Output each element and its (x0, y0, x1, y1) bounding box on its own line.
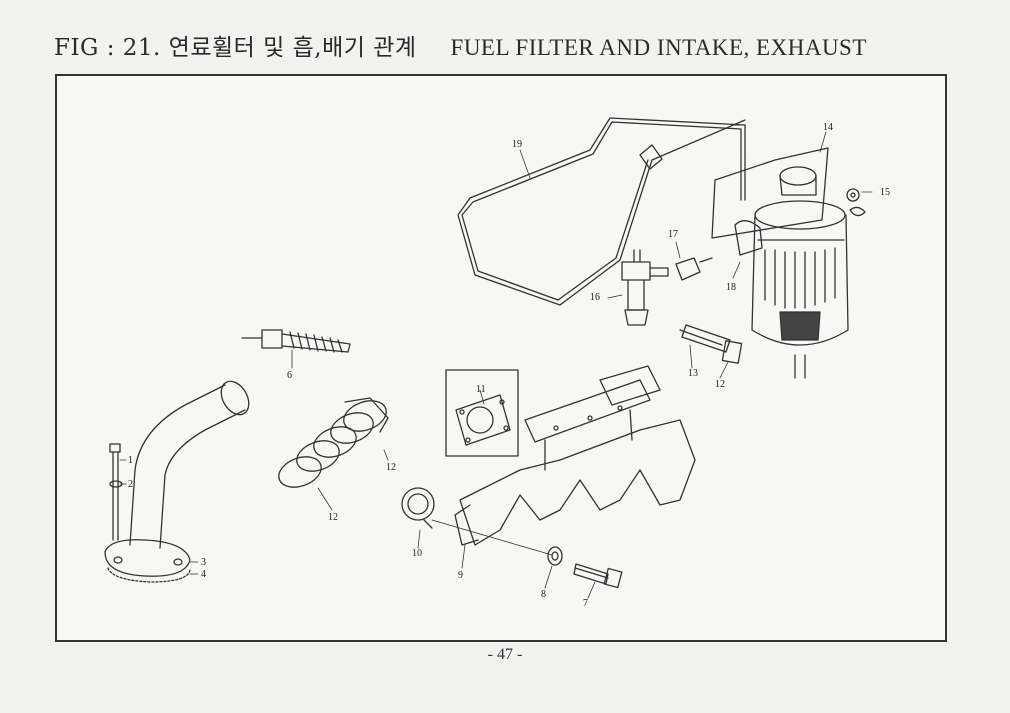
intake-hose-part-12 (278, 397, 389, 488)
intake-elbow-pipe (104, 380, 250, 583)
callout-15: 15 (880, 187, 890, 198)
callout-18: 18 (726, 282, 736, 293)
nut-part-17 (675, 257, 713, 281)
bolt-part-1 (109, 443, 123, 541)
fuel-filter-part-14 (711, 147, 849, 379)
callout-13: 13 (688, 368, 698, 379)
callout-1: 1 (128, 455, 133, 466)
glow-plug-part-6 (241, 329, 351, 353)
washer-part-15 (846, 188, 866, 217)
callout-16: 16 (590, 292, 600, 303)
callout-3: 3 (201, 557, 206, 568)
callout-7: 7 (583, 598, 588, 609)
callout-12-clamp: 12 (386, 462, 396, 473)
callout-6: 6 (287, 370, 292, 381)
callout-4: 4 (201, 569, 206, 580)
page-number: - 47 - (487, 646, 523, 663)
clamp-part-10 (401, 487, 435, 529)
callout-11: 11 (476, 384, 486, 395)
washer-part-8 (547, 546, 563, 566)
callout-17: 17 (668, 229, 678, 240)
callout-2: 2 (128, 479, 133, 490)
callout-9: 9 (458, 570, 463, 581)
diagram-frame (55, 74, 947, 642)
figure-title: FIG : 21. 연료휠터 및 흡,배기 관계 FUEL FILTER AND … (54, 28, 867, 62)
leader-lines (119, 131, 873, 599)
callout-10: 10 (412, 548, 422, 559)
bolt-part-7 (573, 563, 623, 589)
callout-12-hose: 12 (328, 512, 338, 523)
gasket-part-11 (445, 369, 519, 457)
callout-14: 14 (823, 122, 833, 133)
banjo-fitting-part-16 (621, 249, 669, 326)
exhaust-manifold-part-9 (454, 365, 696, 546)
bolt-part-13 (679, 324, 743, 364)
callout-19: 19 (512, 139, 522, 150)
callout-12-bolt: 12 (715, 379, 725, 390)
fuel-pipe-part-19 (457, 117, 746, 306)
callout-8: 8 (541, 589, 546, 600)
figure-title-english: FUEL FILTER AND INTAKE, EXHAUST (450, 35, 867, 60)
figure-label-korean: FIG : 21. 연료휠터 및 흡,배기 관계 (54, 35, 417, 61)
